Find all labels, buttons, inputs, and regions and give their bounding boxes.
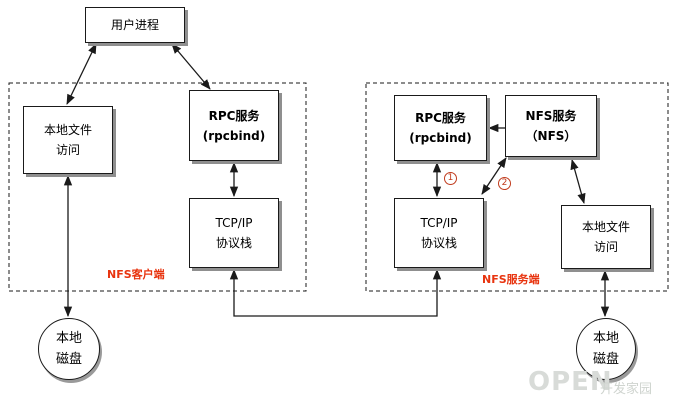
edge-nfs-to-tcp: [481, 157, 507, 195]
step-2-badge: 2: [498, 177, 511, 190]
edge-network-tcp-link: [229, 268, 442, 317]
client-tcp-box: TCP/IP 协议栈: [189, 198, 279, 268]
server-nfs-label-1: NFS服务: [525, 109, 577, 123]
watermark-subtitle: 开发家园: [600, 382, 653, 397]
client-region-label: NFS客户端: [107, 268, 165, 281]
server-rpc-box: RPC服务 (rpcbind): [394, 95, 487, 161]
server-tcp-label-2: 协议栈: [420, 236, 457, 250]
client-rpc-label-2: (rpcbind): [202, 128, 266, 143]
server-region-boundary: [365, 82, 669, 292]
watermark-logo: OPEN: [528, 367, 613, 397]
client-local-file-label-1: 本地文件: [43, 123, 92, 137]
server-disk: 本地 磁盘: [576, 318, 636, 380]
client-tcp-label-1: TCP/IP: [215, 216, 253, 230]
server-tcp-label-1: TCP/IP: [420, 216, 458, 230]
edge-user-to-client-local-file: [66, 43, 97, 105]
server-nfs-label-2: （NFS）: [525, 129, 577, 143]
client-disk-label-2: 磁盘: [55, 352, 82, 367]
server-tcp-box: TCP/IP 协议栈: [394, 198, 484, 268]
server-local-file-label-1: 本地文件: [581, 220, 630, 234]
server-local-file-box: 本地文件 访问: [561, 205, 651, 269]
client-disk: 本地 磁盘: [38, 318, 100, 380]
client-local-file-label-2: 访问: [55, 143, 80, 157]
server-rpc-label-2: (rpcbind): [409, 131, 472, 145]
edge-user-to-client-rpc: [171, 43, 211, 90]
server-local-file-label-2: 访问: [593, 240, 618, 254]
server-rpc-label-1: RPC服务: [415, 111, 466, 125]
client-rpc-box: RPC服务 (rpcbind): [189, 90, 279, 161]
client-tcp-label-2: 协议栈: [215, 236, 252, 250]
step-1-badge: 1: [444, 172, 457, 185]
client-region-boundary: [8, 82, 307, 292]
edge-nfs-to-server-local-file: [570, 158, 586, 205]
client-rpc-label-1: RPC服务: [208, 108, 260, 123]
client-local-file-box: 本地文件 访问: [23, 106, 113, 174]
server-nfs-box: NFS服务 （NFS）: [505, 95, 597, 157]
client-disk-label-1: 本地: [55, 331, 82, 346]
server-disk-label-2: 磁盘: [592, 352, 619, 367]
server-region-label: NFS服务端: [482, 273, 540, 286]
user-process-label: 用户进程: [110, 18, 159, 32]
user-process-box: 用户进程: [85, 7, 185, 43]
server-disk-label-1: 本地: [592, 331, 619, 346]
